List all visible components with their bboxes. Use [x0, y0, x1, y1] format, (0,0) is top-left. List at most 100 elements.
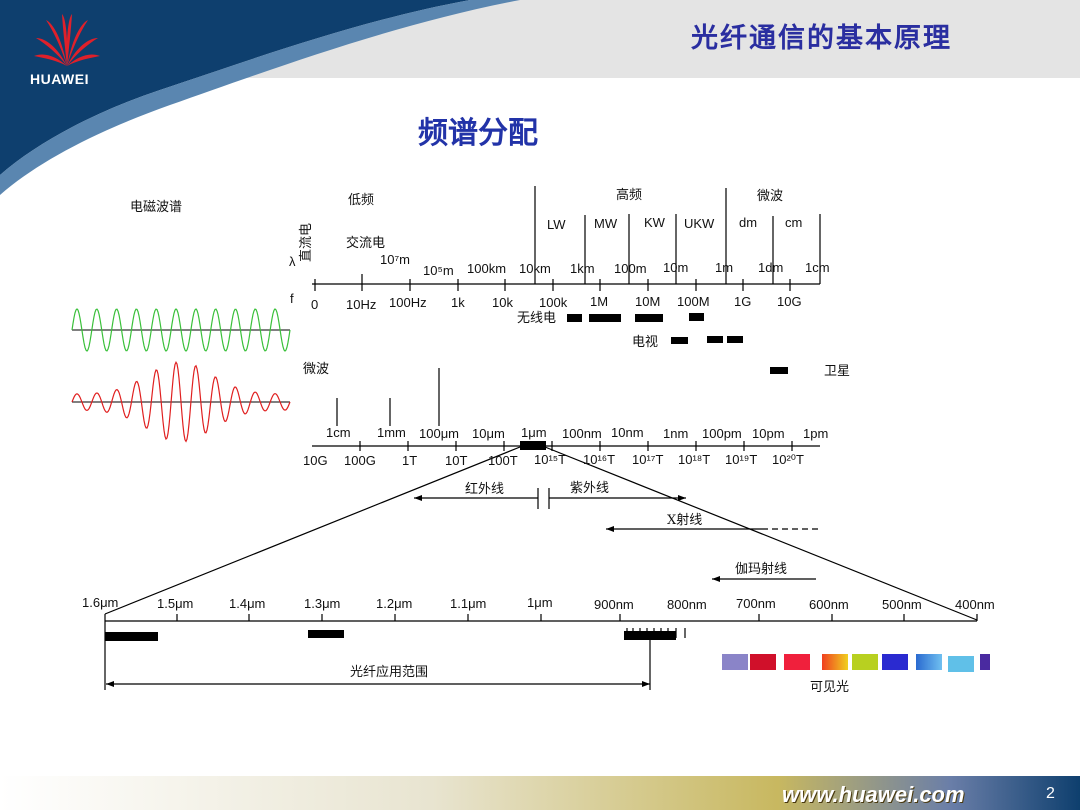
- microwave-top-label: 微波: [757, 189, 784, 204]
- axis1-f-tick: 10Hz: [346, 297, 377, 312]
- visible-color-swatch: [882, 654, 908, 670]
- footer-background: [0, 776, 1080, 810]
- axis1-lambda-tick: 10⁷m: [380, 252, 410, 267]
- axis1-f-tick: 1M: [590, 294, 609, 309]
- axis1-lambda-tick: 10km: [519, 261, 551, 276]
- spectrum-title: 电磁波谱: [130, 199, 183, 214]
- axis2-lambda-tick: 100nm: [562, 426, 602, 441]
- axis2-lambda-tick: 10pm: [752, 426, 785, 441]
- satellite-band-bar: [770, 367, 788, 374]
- axis3-tick: 1μm: [527, 595, 553, 610]
- visible-light-label: 可见光: [810, 680, 850, 695]
- visible-color-swatch: [948, 656, 974, 672]
- logo-text: HUAWEI: [30, 71, 89, 87]
- footer-website: www.huawei.com: [782, 782, 965, 807]
- axis3-tick: 1.3μm: [304, 596, 341, 611]
- band-kw: KW: [644, 215, 665, 230]
- axis3-tick: 1.2μm: [376, 596, 413, 611]
- axis1-lambda-tick: 1cm: [805, 260, 830, 275]
- axis1-f-tick: 10M: [635, 294, 661, 309]
- band-cm: cm: [785, 215, 803, 230]
- axis3-tick: 400nm: [955, 597, 995, 612]
- axis2-f-tick: 100T: [488, 453, 518, 468]
- axis2-lambda-tick: 100pm: [702, 426, 742, 441]
- tv-band-bar: [727, 336, 743, 343]
- axis2-lambda-tick: 1μm: [521, 425, 547, 440]
- tv-band-bar: [707, 336, 723, 343]
- axis2-f-tick: 10¹⁶T: [583, 452, 616, 467]
- axis1-f-tick: 1G: [734, 294, 752, 309]
- band-mw: MW: [594, 216, 618, 231]
- xray-label: X射线: [667, 513, 703, 528]
- axis2-f-tick: 1T: [402, 453, 418, 468]
- axis2-f-tick: 10¹⁵T: [534, 452, 567, 467]
- visible-color-swatch: [722, 654, 748, 670]
- visible-color-swatch: [750, 654, 776, 670]
- axis2-lambda-tick: 1pm: [803, 426, 829, 441]
- radio-band-bar: [689, 313, 704, 321]
- band-dm: dm: [739, 215, 758, 230]
- fiber-window-1550: [105, 632, 158, 641]
- slide-subtitle: 频谱分配: [418, 116, 538, 151]
- axis1-f-tick: 0: [311, 297, 319, 312]
- axis2-lambda-tick: 1mm: [377, 425, 406, 440]
- tv-label: 电视: [632, 335, 659, 350]
- ac-label: 交流电: [346, 236, 386, 251]
- axis3-tick: 600nm: [809, 597, 849, 612]
- axis2-lambda-tick: 1nm: [663, 426, 689, 441]
- axis1-lambda-tick: 10⁵m: [423, 263, 454, 278]
- axis3-tick: 1.4μm: [229, 596, 266, 611]
- axis1-lambda-tick: 1km: [570, 261, 595, 276]
- radio-band-bar: [567, 314, 582, 322]
- radio-label: 无线电: [517, 311, 557, 326]
- axis2-f-tick: 10¹⁹T: [725, 452, 758, 467]
- axis1-f-tick: 1k: [451, 295, 465, 310]
- high-freq-label: 高频: [616, 188, 643, 203]
- header-background: [0, 0, 1080, 195]
- axis3-tick: 1.5μm: [157, 596, 194, 611]
- huawei-logo-icon: [34, 14, 100, 66]
- radio-band-bar: [589, 314, 621, 322]
- gamma-label: 伽玛射线: [735, 562, 788, 577]
- axis2-lambda-tick: 10μm: [472, 426, 505, 441]
- page-title: 光纤通信的基本原理: [691, 23, 952, 54]
- axis3-tick: 1.1μm: [450, 596, 487, 611]
- axis1-f-tick: 100M: [677, 294, 710, 309]
- visible-window-marker: [520, 441, 546, 450]
- microwave-label: 微波: [303, 362, 330, 377]
- axis1-lambda-tick: 1m: [715, 260, 734, 275]
- axis3-tick: 900nm: [594, 597, 634, 612]
- axis3-tick: 800nm: [667, 597, 707, 612]
- axis3-tick: 500nm: [882, 597, 922, 612]
- visible-color-swatch: [784, 654, 810, 670]
- axis2-f-tick: 10²⁰T: [772, 452, 804, 467]
- page-number: 2: [1046, 785, 1055, 802]
- axis2-f-tick: 10G: [303, 453, 328, 468]
- fiber-range-label: 光纤应用范围: [350, 665, 429, 680]
- axis1-f-tick: 100k: [539, 295, 568, 310]
- axis2-f-tick: 10¹⁸T: [678, 452, 711, 467]
- radio-band-bar: [635, 314, 663, 322]
- ultraviolet-label: 紫外线: [570, 481, 610, 496]
- satellite-label: 卫星: [824, 364, 851, 379]
- axis3-tick: 700nm: [736, 596, 776, 611]
- visible-color-swatch: [916, 654, 942, 670]
- axis2-f-tick: 100G: [344, 453, 376, 468]
- tv-band-bar: [671, 337, 688, 344]
- axis1-lambda-tick: 10m: [663, 260, 689, 275]
- axis2-lambda-tick: 1cm: [326, 425, 351, 440]
- axis1-lambda-tick: 1dm: [758, 260, 784, 275]
- axis1-f-tick: 100Hz: [389, 295, 427, 310]
- f-symbol: f: [290, 291, 294, 306]
- visible-color-swatch: [852, 654, 878, 670]
- axis1-lambda-tick: 100m: [614, 261, 647, 276]
- band-ukw: UKW: [684, 216, 715, 231]
- axis1-f-tick: 10k: [492, 295, 513, 310]
- band-lw: LW: [547, 217, 566, 232]
- low-freq-label: 低频: [348, 193, 375, 208]
- axis2-lambda-tick: 10nm: [611, 425, 644, 440]
- visible-color-swatch: [822, 654, 848, 670]
- axis1-lambda-tick: 100km: [467, 261, 507, 276]
- fiber-window-850: [624, 631, 676, 640]
